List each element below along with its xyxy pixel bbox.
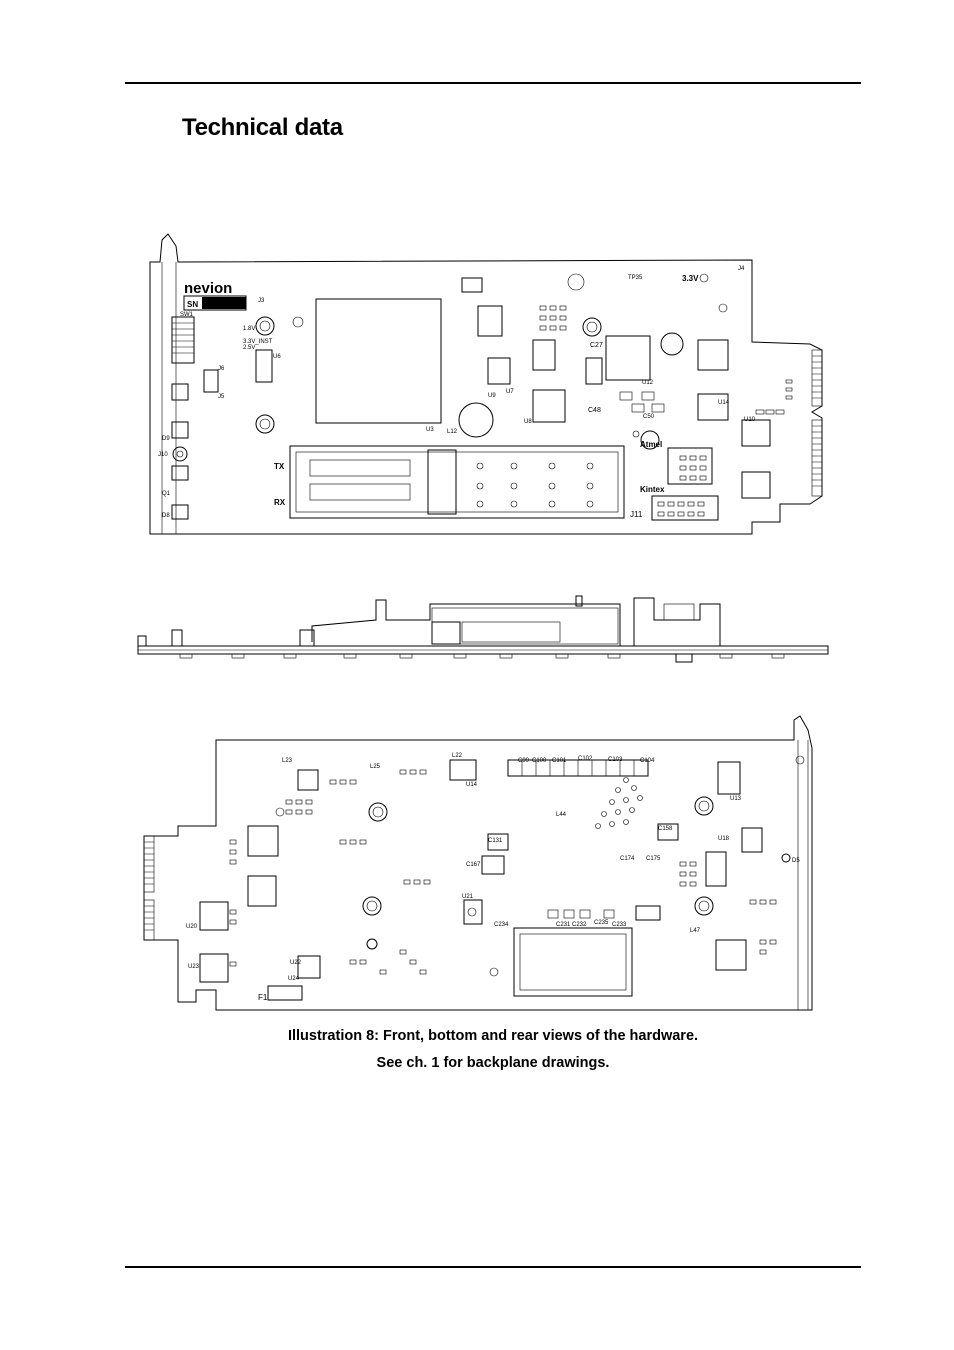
svg-text:J3: J3 bbox=[258, 298, 265, 304]
svg-text:U14: U14 bbox=[466, 782, 478, 788]
figure-caption-note: See ch. 1 for backplane drawings. bbox=[376, 1055, 610, 1071]
tx-label: TX bbox=[274, 462, 285, 471]
sfp-cage bbox=[289, 445, 625, 519]
svg-text:L44: L44 bbox=[556, 812, 567, 818]
front-card-edge bbox=[811, 349, 823, 497]
svg-text:C174: C174 bbox=[620, 856, 635, 862]
svg-text:C48: C48 bbox=[588, 407, 601, 414]
svg-text:U12: U12 bbox=[642, 380, 654, 386]
svg-text:C232: C232 bbox=[572, 922, 587, 928]
fuse bbox=[267, 985, 303, 1001]
svg-text:Q1: Q1 bbox=[162, 491, 171, 497]
svg-text:C27: C27 bbox=[590, 342, 603, 349]
svg-text:U24: U24 bbox=[288, 976, 300, 982]
svg-text:SW1: SW1 bbox=[180, 312, 194, 318]
nevion-logo: nevion bbox=[184, 280, 232, 297]
svg-text:U7: U7 bbox=[506, 389, 514, 395]
figure-caption: Illustration 8: Front, bottom and rear v… bbox=[287, 1028, 699, 1044]
svg-text:3.3V_INST: 3.3V_INST bbox=[243, 339, 273, 345]
svg-text:L47: L47 bbox=[690, 928, 701, 934]
svg-text:C233: C233 bbox=[612, 922, 627, 928]
svg-text:L23: L23 bbox=[282, 758, 293, 764]
svg-text:D8: D8 bbox=[162, 513, 170, 519]
svg-text:F1: F1 bbox=[258, 993, 268, 1002]
svg-text:L12: L12 bbox=[447, 429, 458, 435]
svg-text:U20: U20 bbox=[186, 924, 198, 930]
svg-text:1.8V: 1.8V bbox=[243, 326, 255, 332]
svg-text:C167: C167 bbox=[466, 862, 481, 868]
svg-text:J4: J4 bbox=[738, 266, 745, 272]
rx-label: RX bbox=[274, 498, 286, 507]
rear-card-edge bbox=[143, 835, 155, 941]
rail-3v3-label: 3.3V bbox=[682, 274, 699, 283]
svg-text:C175: C175 bbox=[646, 856, 661, 862]
svg-text:D9: D9 bbox=[162, 436, 170, 442]
svg-text:U18: U18 bbox=[718, 836, 730, 842]
svg-text:J5: J5 bbox=[218, 394, 225, 400]
page-title: Technical data bbox=[182, 114, 343, 141]
svg-text:C50: C50 bbox=[643, 414, 655, 420]
svg-text:C234: C234 bbox=[494, 922, 509, 928]
svg-text:U23: U23 bbox=[188, 964, 200, 970]
header-rule bbox=[125, 82, 861, 84]
svg-text:J10: J10 bbox=[158, 452, 168, 458]
svg-text:U3: U3 bbox=[426, 427, 434, 433]
svg-text:U21: U21 bbox=[462, 894, 474, 900]
svg-text:U6: U6 bbox=[273, 354, 281, 360]
svg-text:L22: L22 bbox=[452, 753, 463, 759]
front-view-board: nevion SN TX RX 3. bbox=[149, 233, 823, 535]
svg-text:D5: D5 bbox=[792, 858, 800, 864]
svg-text:C99: C99 bbox=[518, 758, 530, 764]
svg-text:C235: C235 bbox=[594, 920, 609, 926]
atmel-label: Atmel bbox=[640, 440, 662, 449]
svg-text:U8: U8 bbox=[524, 419, 532, 425]
svg-text:C104: C104 bbox=[640, 758, 655, 764]
svg-text:TP35: TP35 bbox=[628, 275, 643, 281]
kintex-label: Kintex bbox=[640, 485, 665, 494]
svg-text:C100: C100 bbox=[532, 758, 547, 764]
svg-text:U14: U14 bbox=[718, 400, 730, 406]
memory-module bbox=[513, 927, 633, 997]
svg-text:C103: C103 bbox=[608, 757, 623, 763]
svg-text:U9: U9 bbox=[488, 393, 496, 399]
svg-text:U13: U13 bbox=[730, 796, 742, 802]
svg-text:C158: C158 bbox=[658, 826, 673, 832]
svg-text:J6: J6 bbox=[218, 366, 225, 372]
via-cluster bbox=[595, 777, 643, 829]
svg-text:C131: C131 bbox=[488, 838, 503, 844]
serial-label: SN bbox=[187, 300, 198, 309]
bottom-view-board bbox=[137, 595, 829, 663]
svg-text:C231: C231 bbox=[556, 922, 571, 928]
svg-text:J11: J11 bbox=[630, 510, 643, 519]
svg-text:U22: U22 bbox=[290, 960, 302, 966]
fpga-chip bbox=[315, 298, 442, 424]
rear-view-board: F1 L23 L25 L22 U14 U13 U18 U21 U20 U22 U… bbox=[143, 715, 813, 1011]
svg-text:C102: C102 bbox=[578, 756, 593, 762]
svg-text:C101: C101 bbox=[552, 758, 567, 764]
footer-rule bbox=[125, 1266, 861, 1268]
svg-text:L25: L25 bbox=[370, 764, 381, 770]
svg-text:2.5V: 2.5V bbox=[243, 345, 255, 351]
